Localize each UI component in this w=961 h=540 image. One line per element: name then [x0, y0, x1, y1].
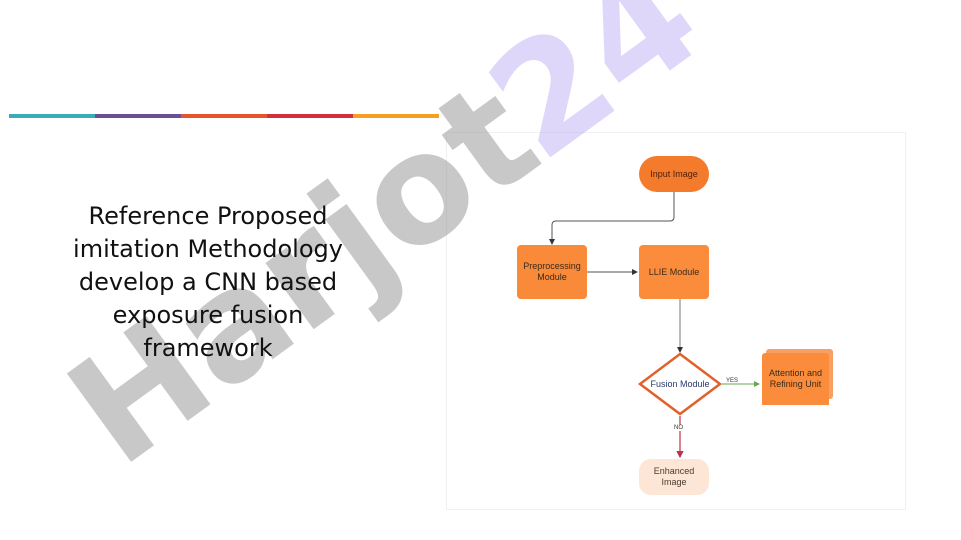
- title-line: imitation Methodology: [73, 235, 343, 263]
- accent-segment-orange: [181, 114, 267, 118]
- node-input-image: Input Image: [639, 156, 709, 192]
- title-line: develop a CNN based: [78, 268, 338, 296]
- node-llie-module: LLIE Module: [639, 245, 709, 299]
- title-line: Reference Proposed: [88, 202, 328, 230]
- edge-label-no: NO: [674, 425, 683, 431]
- accent-segment-purple: [95, 114, 181, 118]
- node-label: Fusion Module: [650, 379, 710, 389]
- title-line: framework: [143, 334, 273, 362]
- accent-bar: [9, 114, 439, 118]
- accent-segment-amber: [353, 114, 439, 118]
- node-label: LLIE Module: [648, 266, 700, 277]
- node-fusion-module: Fusion Module: [642, 353, 718, 415]
- edge-label-yes: YES: [726, 378, 739, 384]
- flowchart-connectors: [549, 192, 760, 459]
- accent-segment-red: [267, 114, 353, 118]
- accent-segment-teal: [9, 114, 95, 118]
- fusion-diamond-shape: [637, 352, 723, 416]
- title-line: exposure fusion: [112, 301, 304, 329]
- node-label: Input Image: [650, 168, 698, 179]
- slide-title: Reference Proposed imitation Methodology…: [48, 200, 368, 365]
